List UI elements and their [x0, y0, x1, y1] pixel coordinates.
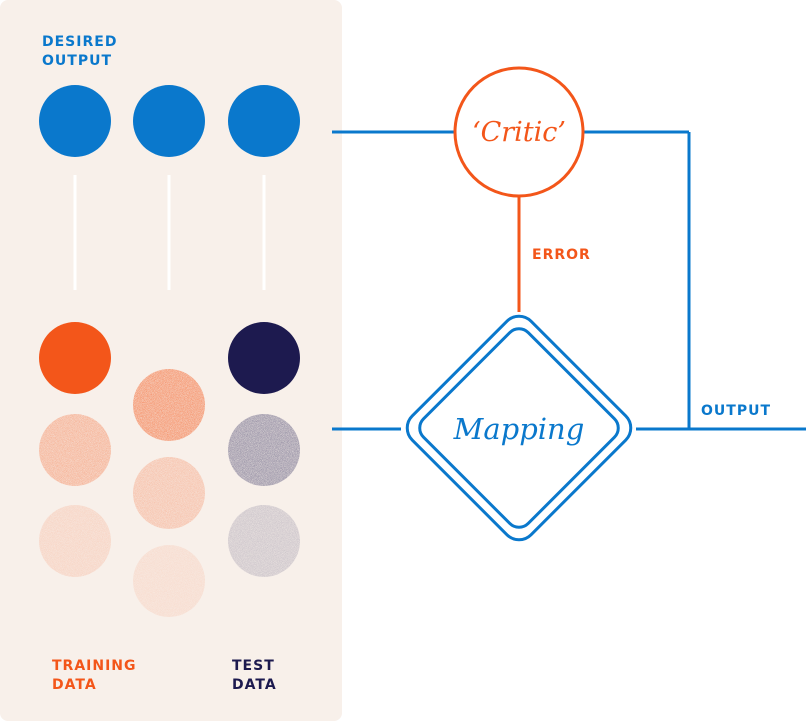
training-dot	[133, 545, 205, 617]
training-dot	[133, 369, 205, 441]
critic-node	[453, 66, 585, 198]
mapping-diamond-inner	[418, 327, 620, 529]
desired-output-label: DESIRED OUTPUT	[42, 33, 117, 71]
training-dot	[39, 322, 111, 394]
desired-output-dot	[39, 85, 111, 157]
output-label: OUTPUT	[701, 403, 771, 419]
test-data-label-line1: TEST	[232, 658, 275, 674]
desired-output-dots	[39, 85, 300, 157]
flow-lines	[332, 130, 806, 431]
test-data-dots	[228, 322, 300, 577]
training-data-label-line2: DATA	[52, 677, 97, 693]
desired-output-dot	[133, 85, 205, 157]
test-dot	[228, 505, 300, 577]
critic-label: ‘Critic’	[472, 117, 566, 148]
test-dot	[228, 322, 300, 394]
mapping-node	[405, 314, 633, 542]
test-data-label-line2: DATA	[232, 677, 277, 693]
test-dot	[228, 414, 300, 486]
desired-output-label-line2: OUTPUT	[42, 53, 112, 69]
mapping-label: Mapping	[453, 412, 585, 446]
training-dot	[133, 457, 205, 529]
column-connectors	[73, 175, 266, 290]
training-dot	[39, 414, 111, 486]
training-data-label: TRAINING DATA	[52, 657, 137, 695]
training-data-label-line1: TRAINING	[52, 658, 137, 674]
training-data-dots	[39, 322, 205, 617]
test-data-label: TEST DATA	[232, 657, 277, 695]
training-dot	[39, 505, 111, 577]
desired-output-label-line1: DESIRED	[42, 34, 118, 50]
desired-output-dot	[228, 85, 300, 157]
error-label: ERROR	[532, 247, 591, 263]
